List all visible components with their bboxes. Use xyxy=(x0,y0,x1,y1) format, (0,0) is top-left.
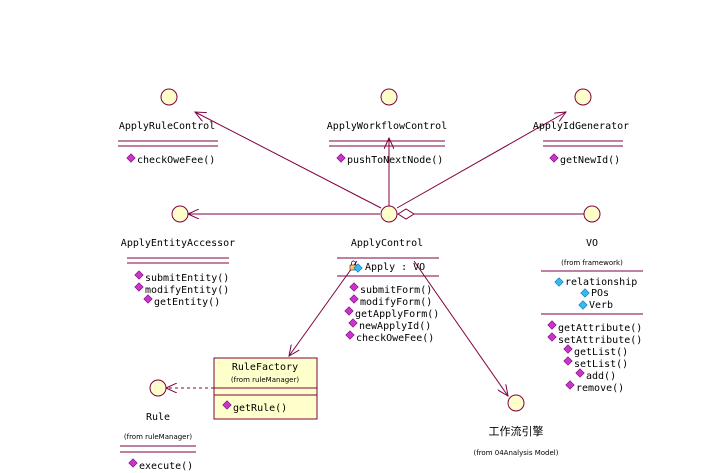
class-name: ApplyControl xyxy=(351,238,423,249)
class-apply-id-generator[interactable]: ApplyIdGenerator getNewId() xyxy=(533,88,629,166)
operation: newApplyId() xyxy=(359,321,431,332)
class-package: (from ruleManager) xyxy=(231,376,299,384)
operation: getList() xyxy=(574,347,628,358)
operation-icon xyxy=(344,306,354,316)
operation-icon xyxy=(565,380,575,390)
class-apply-rule-control[interactable]: ApplyRuleControl checkOweFee() xyxy=(118,88,218,166)
interface-circle xyxy=(583,205,601,223)
operation: checkOweFee() xyxy=(137,155,215,166)
operation: getNewId() xyxy=(560,155,620,166)
operation-icon xyxy=(349,282,359,292)
association-lines xyxy=(166,112,584,396)
attribute: Verb xyxy=(589,300,613,311)
class-rule[interactable]: Rule (from ruleManager) execute() xyxy=(120,379,196,472)
class-package: (from 04Analysis Model) xyxy=(474,449,559,457)
class-name: ApplyRuleControl xyxy=(119,121,215,132)
operation-icon xyxy=(128,458,138,468)
class-package: (from framework) xyxy=(561,259,623,267)
class-apply-control[interactable]: ApplyControl Apply : VO submitForm() mod… xyxy=(337,205,439,344)
class-name: RuleFactory xyxy=(232,362,298,373)
aggregation-diamond xyxy=(397,208,415,220)
operation: setList() xyxy=(574,359,628,370)
interface-circle xyxy=(160,88,178,106)
interface-circle xyxy=(380,88,398,106)
attribute-icon xyxy=(554,277,564,287)
operation: getAttribute() xyxy=(558,323,642,334)
assoc-applycontrol-to-rulefactory xyxy=(289,260,358,356)
class-name: ApplyEntityAccessor xyxy=(121,238,235,249)
attribute-icon xyxy=(580,288,590,298)
attribute: Apply : VO xyxy=(365,262,425,273)
operation-icon xyxy=(547,332,557,342)
operation-icon xyxy=(563,344,573,354)
assoc-applycontrol-to-workflowengine xyxy=(413,260,508,396)
attribute-icon xyxy=(353,263,363,273)
operation: submitEntity() xyxy=(145,273,229,284)
operation-icon xyxy=(547,320,557,330)
attribute: POs xyxy=(591,288,609,299)
attribute-icon xyxy=(578,300,588,310)
class-apply-workflow-control[interactable]: ApplyWorkflowControl pushToNextNode() xyxy=(327,88,447,166)
operation-icon xyxy=(348,318,358,328)
operation: execute() xyxy=(139,461,193,472)
class-vo[interactable]: VO (from framework) relationship POs Ver… xyxy=(541,205,643,394)
operation-icon xyxy=(126,153,136,163)
operation: checkOweFee() xyxy=(356,333,434,344)
operation: pushToNextNode() xyxy=(347,155,443,166)
class-workflow-engine[interactable]: 工作流引擎 (from 04Analysis Model) xyxy=(474,394,559,457)
operation-icon xyxy=(134,270,144,280)
class-apply-entity-accessor[interactable]: ApplyEntityAccessor submitEntity() modif… xyxy=(121,205,235,308)
class-name: 工作流引擎 xyxy=(489,424,544,438)
operation: modifyEntity() xyxy=(145,285,229,296)
class-name: VO xyxy=(586,238,598,249)
operation-icon xyxy=(345,330,355,340)
interface-circle xyxy=(507,394,525,412)
assoc-applycontrol-to-applyrulecontrol xyxy=(195,112,382,209)
attribute: relationship xyxy=(565,277,637,288)
operation-icon xyxy=(549,153,559,163)
operation-icon xyxy=(222,400,232,410)
operation-icon xyxy=(143,294,153,304)
operation-icon xyxy=(563,356,573,366)
operation: submitForm() xyxy=(360,285,432,296)
interface-circle xyxy=(574,88,592,106)
operation: modifyForm() xyxy=(360,297,432,308)
operation: getApplyForm() xyxy=(355,309,439,320)
operation: getRule() xyxy=(233,403,287,414)
operation: setAttribute() xyxy=(558,335,642,346)
interface-circle xyxy=(149,379,167,397)
class-rule-factory[interactable]: RuleFactory (from ruleManager) getRule() xyxy=(213,357,318,420)
interface-circle xyxy=(380,205,398,223)
operation-icon xyxy=(575,368,585,378)
class-name: ApplyIdGenerator xyxy=(533,121,629,132)
operation: getEntity() xyxy=(154,297,220,308)
operation-icon xyxy=(349,294,359,304)
operation: remove() xyxy=(576,383,624,394)
operation-icon xyxy=(336,153,346,163)
class-package: (from ruleManager) xyxy=(124,433,192,441)
assoc-applycontrol-to-applyidgenerator xyxy=(396,112,566,209)
class-name: Rule xyxy=(146,412,170,423)
operation-icon xyxy=(134,282,144,292)
operation: add() xyxy=(586,371,616,382)
interface-circle xyxy=(171,205,189,223)
class-name: ApplyWorkflowControl xyxy=(327,121,447,132)
